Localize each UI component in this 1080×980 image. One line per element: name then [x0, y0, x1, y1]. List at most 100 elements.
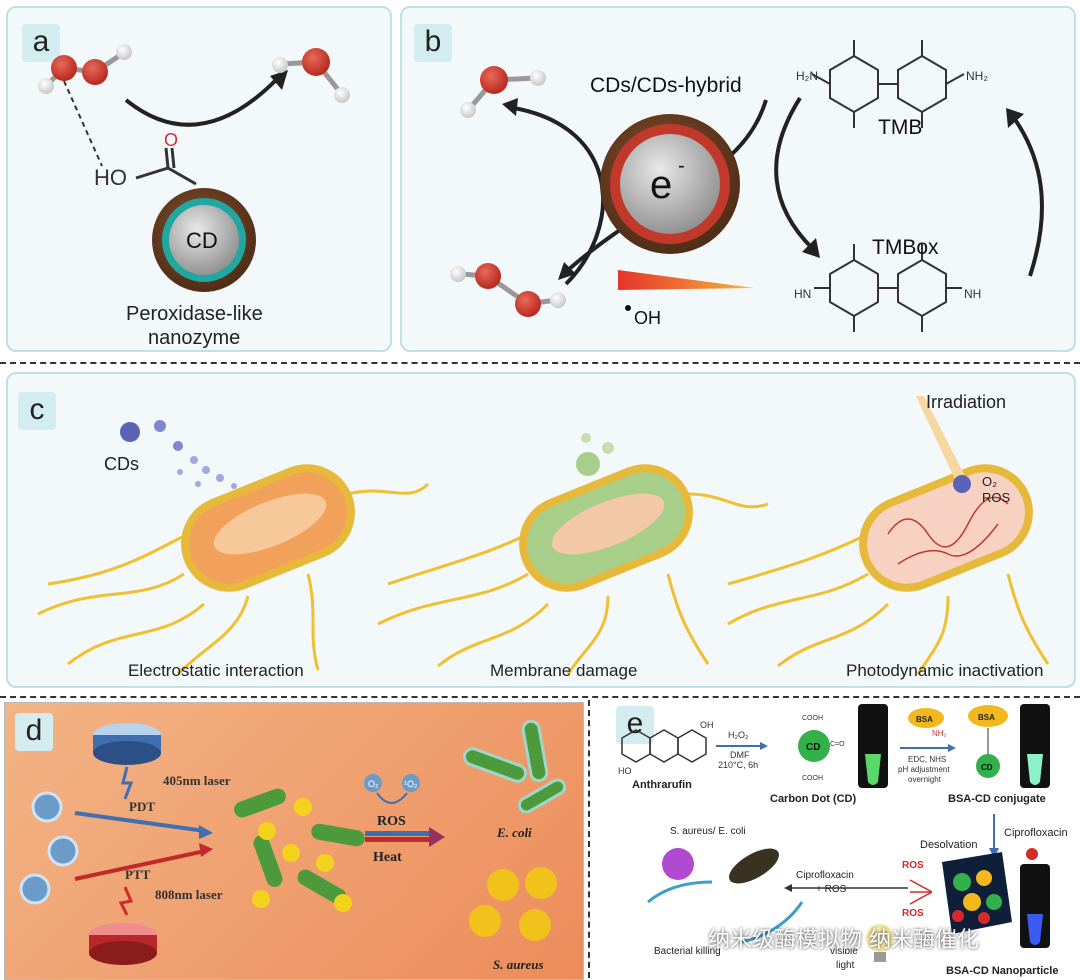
o2-label: O₂ [368, 779, 379, 789]
cd-cooh-top: COOH [802, 715, 823, 722]
carbon-dot-label: Carbon Dot (CD) [770, 793, 856, 805]
panel-b-illustration: CDs/CDs-hybrid e - OH H₂N NH₂ TMB [450, 40, 1044, 332]
tmbox-nh: NH [964, 287, 981, 301]
cd-hybrid-particle: e - [600, 114, 740, 254]
bsa-label: BSA [916, 715, 933, 724]
laser-405 [93, 723, 161, 800]
singlet-o2-label: ¹O₂ [404, 779, 418, 789]
tmbox-label: TMBox [872, 236, 939, 259]
reagent-h2o2: H₂O₂ [728, 730, 749, 740]
electron-label: e [650, 163, 672, 207]
panel-c-label: c [18, 392, 56, 430]
cd-label: CD [806, 742, 820, 753]
oxygen-atom [51, 55, 77, 81]
laser405-label: 405nm laser [163, 773, 231, 788]
ecoli-label: E. coli [496, 825, 532, 840]
cds-label: CDs [104, 454, 139, 474]
bacterium-photodynamic [727, 464, 1050, 675]
ecoli-damaged [462, 719, 567, 814]
panel-e: e OH HO Anthrarufin H₂O₂ DMF 210°C, 6h C… [592, 702, 1076, 978]
bacteria-label: S. aureus/ E. coli [670, 826, 746, 837]
divider-vertical [588, 700, 590, 978]
ph-label: pH adjustment [898, 765, 950, 774]
anthra-ho: HO [618, 766, 632, 776]
o2-label: O₂ [982, 474, 997, 489]
saureus-label: S. aureus [493, 957, 544, 972]
cds-hybrid-title: CDs/CDs-hybrid [590, 74, 742, 97]
panel-a-illustration: HO O CD Peroxidase-like nanozyme [38, 44, 350, 349]
anthrarufin-label: Anthrarufin [632, 779, 692, 791]
treated-bacteria [234, 788, 365, 912]
tmbox-hn: HN [794, 287, 811, 301]
bacterium-membrane-damage [377, 433, 769, 675]
conj-bsa: BSA [978, 713, 995, 722]
panel-d: d 405nm laser 808nm laser PDT PTT [4, 702, 584, 980]
ros-bottom: ROS [902, 908, 924, 919]
divider-bottom [0, 696, 1080, 698]
h2o2-molecule [38, 44, 132, 94]
cds-particles [120, 420, 237, 489]
electron-sup: - [678, 155, 685, 177]
tmb-nh2: NH₂ [966, 69, 988, 83]
cipro-ros-line2: + ROS [816, 884, 847, 895]
pdt-label: PDT [129, 799, 155, 814]
visible-label: visible [830, 946, 858, 957]
heat-label: Heat [373, 850, 402, 865]
caption-membrane: Membrane damage [490, 661, 637, 680]
ptt-label: PTT [125, 867, 151, 882]
divider-top [0, 362, 1080, 364]
carbonyl-o: O [164, 130, 178, 150]
ho-text: HO [94, 165, 127, 190]
cd-co: C=O [830, 741, 845, 748]
bacterium-electrostatic [37, 464, 430, 676]
reagent-temp: 210°C, 6h [718, 760, 758, 770]
laser808-label: 808nm laser [155, 887, 223, 902]
caption-electrostatic: Electrostatic interaction [128, 661, 304, 680]
ros-label: ROS [982, 490, 1011, 505]
panel-b-label: b [414, 24, 452, 62]
reagent-dmf: DMF [730, 750, 750, 760]
nanoparticle-label: BSA-CD Nanoparticle [946, 965, 1058, 977]
tmbox-structure [814, 244, 962, 332]
bsa-cd-nanoparticle [942, 852, 1012, 934]
carbon-dot-green: CD COOH COOH C=O [798, 715, 845, 782]
hydrogen-atom [116, 44, 132, 60]
hydrogen-atom [38, 78, 54, 94]
laser-808 [89, 886, 157, 965]
panel-c-illustration: CDs [37, 392, 1050, 680]
panel-c: c CDs [6, 372, 1076, 688]
edc-label: EDC, NHS [908, 755, 946, 764]
watermark: 纳米级酶模拟物 纳米酶催化 [708, 928, 979, 953]
oxygen-atom [82, 59, 108, 85]
panel-b: b CDs/CDs-hybrid e - [400, 6, 1076, 352]
nh2-label: NH₂ [932, 729, 947, 738]
panel-a-label: a [22, 24, 60, 62]
h2o-molecule [272, 48, 350, 103]
hydrogen-atom [272, 57, 288, 73]
tmb-label: TMB [878, 116, 922, 139]
light-label: light [836, 960, 855, 971]
panel-e-illustration: OH HO Anthrarufin H₂O₂ DMF 210°C, 6h CD … [618, 704, 1068, 977]
caption-photodynamic: Photodynamic inactivation [846, 661, 1044, 680]
ros-label: ROS [377, 814, 406, 829]
saureus-damaged [469, 867, 557, 941]
tmb-structure [811, 40, 965, 128]
cipro-ros-line1: Ciprofloxacin [796, 870, 854, 881]
ros-top: ROS [902, 860, 924, 871]
tmb-h2n: H₂N [796, 69, 818, 83]
carbon-dot: CD [152, 188, 256, 292]
ciprofloxacin-label: Ciprofloxacin [1004, 827, 1068, 839]
panel-d-label: d [15, 713, 53, 751]
irradiation-label: Irradiation [926, 392, 1006, 412]
panel-a: a HO [6, 6, 392, 352]
anthrarufin-structure [621, 729, 707, 763]
hydrogen-atom [334, 87, 350, 103]
caption-line2: nanozyme [148, 327, 240, 349]
conj-cd: CD [981, 763, 993, 772]
hydroxyl-radical: OH [634, 308, 661, 328]
oxygen-atom [302, 48, 330, 76]
cd-cooh-bottom: COOH [802, 775, 823, 782]
conjugate-label: BSA-CD conjugate [948, 793, 1046, 805]
killing-label: Bacterial killing [654, 946, 721, 957]
cd-label: CD [186, 228, 218, 253]
